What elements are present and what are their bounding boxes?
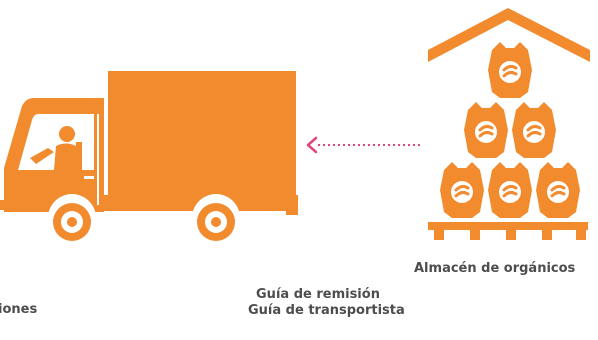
sack-icon xyxy=(438,160,486,220)
documents-caption: Guía de remisión Guía de transportista xyxy=(248,287,405,319)
warehouse-caption: Almacén de orgánicos xyxy=(414,261,576,276)
truck-door-handle xyxy=(84,176,94,179)
arrow-left-icon xyxy=(306,136,422,154)
warehouse-roof xyxy=(428,8,590,62)
sack-icon xyxy=(510,100,558,160)
pallet-top xyxy=(428,222,588,230)
rear-wheel xyxy=(197,203,235,241)
truck-icon xyxy=(0,71,298,242)
sack-icon xyxy=(486,160,534,220)
doc-line-1: Guía de remisión xyxy=(256,287,380,302)
doc-line-2: Guía de transportista xyxy=(248,303,405,318)
sack-icon xyxy=(486,40,534,100)
sack-icon xyxy=(534,160,582,220)
front-wheel xyxy=(53,203,91,241)
sack-icon xyxy=(462,100,510,160)
pallet-foot-1 xyxy=(434,230,444,240)
pallet-foot-2 xyxy=(470,230,480,240)
pallet-foot-4 xyxy=(542,230,552,240)
truck-front-bumper xyxy=(0,200,22,210)
driver-icon xyxy=(30,126,82,170)
truck-cargo-box xyxy=(108,71,296,195)
pallet-foot-3 xyxy=(506,230,516,240)
left-partial-caption: iones xyxy=(0,302,38,317)
warehouse-icon xyxy=(428,8,590,240)
pallet-foot-5 xyxy=(576,230,586,240)
